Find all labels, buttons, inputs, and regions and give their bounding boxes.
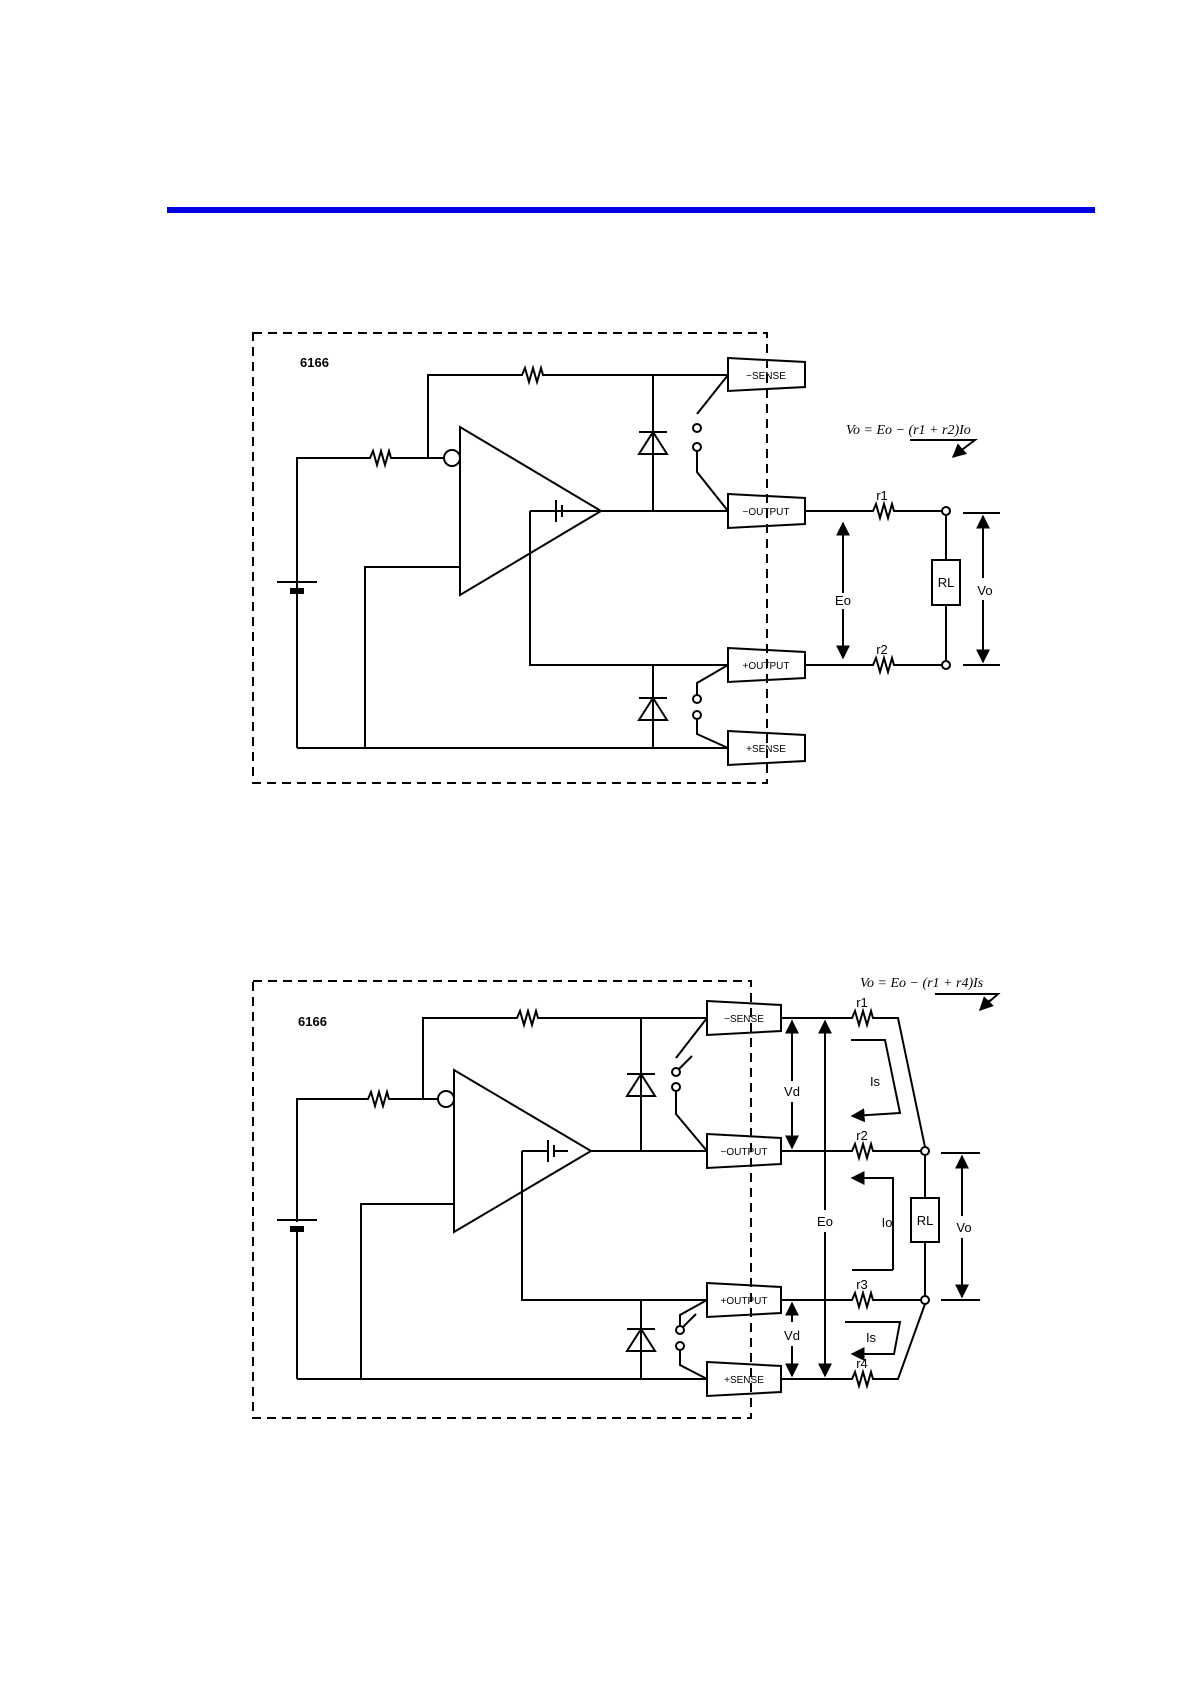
load-node-bottom <box>921 1296 929 1304</box>
svg-text:Is: Is <box>870 1074 881 1089</box>
svg-text:r1: r1 <box>856 995 868 1010</box>
sense-switch-top <box>697 451 728 511</box>
eo-label: Eo <box>817 1214 833 1229</box>
vo-label: Vo <box>977 583 992 598</box>
svg-text:r2: r2 <box>856 1128 868 1143</box>
unit-enclosure <box>253 981 751 1418</box>
internal-battery <box>548 1140 554 1162</box>
model-label: 6166 <box>300 355 329 370</box>
vo-label: Vo <box>956 1220 971 1235</box>
unit-enclosure <box>253 333 767 783</box>
eo-label: Eo <box>835 593 851 608</box>
load-node-top <box>921 1147 929 1155</box>
inverting-input-circle <box>438 1091 454 1107</box>
inverting-input-circle <box>444 450 460 466</box>
feedback-resistor <box>513 1011 541 1025</box>
svg-text:Is: Is <box>866 1330 877 1345</box>
svg-text:RL: RL <box>917 1213 934 1228</box>
line-resistor-r2 <box>848 1144 876 1158</box>
svg-text:r1: r1 <box>876 488 888 503</box>
svg-text:Io: Io <box>882 1215 893 1230</box>
output-voltage-equation: Vo = Eo − (r1 + r2)Io <box>846 423 971 438</box>
sense-switch-top-open <box>679 1056 692 1069</box>
input-resistor <box>366 451 394 465</box>
line-resistor-r2 <box>869 658 897 672</box>
remote-sense-off-diagram: 6166 <box>253 333 1000 783</box>
remote-sense-on-diagram: 6166 <box>253 976 998 1418</box>
svg-text:−OUTPUT: −OUTPUT <box>721 1147 768 1158</box>
svg-text:+OUTPUT: +OUTPUT <box>743 661 790 672</box>
model-label: 6166 <box>298 1014 327 1029</box>
sense-switch-bottom <box>697 719 728 748</box>
vd-bottom-label: Vd <box>784 1328 800 1343</box>
svg-text:−SENSE: −SENSE <box>724 1014 764 1025</box>
vd-top-label: Vd <box>784 1084 800 1099</box>
feedback-resistor <box>518 368 546 382</box>
svg-text:−OUTPUT: −OUTPUT <box>743 507 790 518</box>
input-resistor <box>364 1092 392 1106</box>
sense-resistor-r1 <box>848 1011 876 1025</box>
load-node-bottom <box>942 661 950 669</box>
svg-text:RL: RL <box>938 575 955 590</box>
line-resistor-r3 <box>848 1293 876 1307</box>
output-voltage-equation: Vo = Eo − (r1 + r4)Is <box>860 976 984 991</box>
line-resistor-r1 <box>869 504 897 518</box>
svg-text:−SENSE: −SENSE <box>746 371 786 382</box>
load-node-top <box>942 507 950 515</box>
svg-text:r4: r4 <box>856 1356 868 1371</box>
svg-text:+SENSE: +SENSE <box>746 744 786 755</box>
sense-switch-bottom-open <box>683 1314 696 1327</box>
svg-text:+SENSE: +SENSE <box>724 1375 764 1386</box>
svg-text:r2: r2 <box>876 642 888 657</box>
svg-text:+OUTPUT: +OUTPUT <box>721 1296 768 1307</box>
svg-text:r3: r3 <box>856 1277 868 1292</box>
sense-resistor-r4 <box>848 1372 876 1386</box>
